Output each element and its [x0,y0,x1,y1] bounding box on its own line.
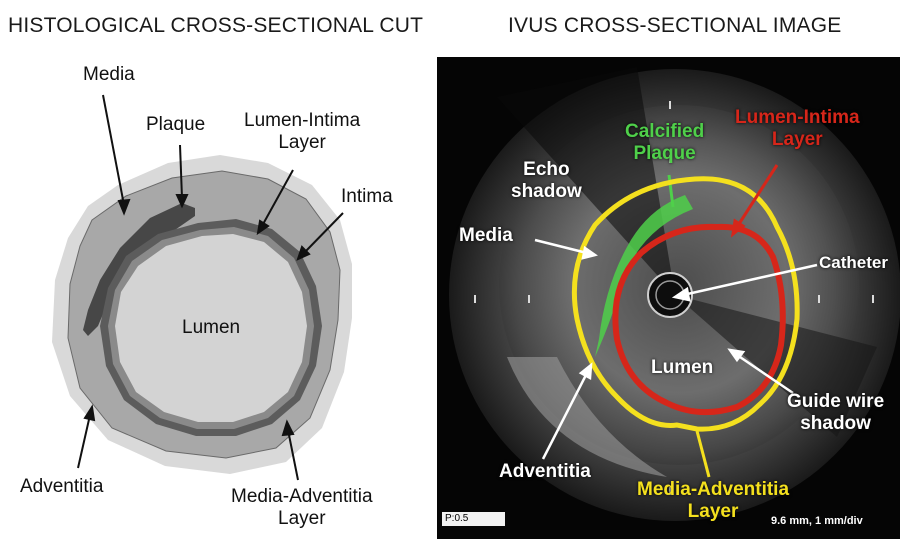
adventitia-arrow [78,415,90,468]
label-lumen-intima-line2: Layer [244,132,360,154]
ivus-label-catheter: Catheter [819,253,888,273]
ivus-label-guide-line2: shadow [787,413,884,435]
ivus-label-lumen-intima-line2: Layer [735,129,860,151]
label-media-adventitia-line1: Media-Adventitia [231,486,373,508]
histology-diagram [0,0,430,539]
ivus-scale-box: P:0.5 [442,512,505,526]
ivus-label-guide-wire-shadow: Guide wire shadow [787,391,884,435]
ivus-label-echo-line1: Echo [511,159,582,181]
ivus-label-media-adventitia-line2: Layer [637,501,789,523]
ivus-title: IVUS CROSS-SECTIONAL IMAGE [508,14,841,38]
ivus-label-echo-shadow: Echo shadow [511,159,582,203]
label-media-adventitia: Media-Adventitia Layer [231,486,373,530]
ivus-label-calcified-plaque: Calcified Plaque [625,121,704,165]
label-lumen-intima: Lumen-Intima Layer [244,110,360,154]
ivus-label-media-adventitia-line1: Media-Adventitia [637,479,789,501]
label-adventitia: Adventitia [20,476,103,498]
ivus-label-calcified-line1: Calcified [625,121,704,143]
ivus-label-media-adventitia: Media-Adventitia Layer [637,479,789,523]
ivus-label-calcified-line2: Plaque [625,143,704,165]
label-media: Media [83,64,135,86]
ivus-label-lumen: Lumen [651,357,713,379]
ivus-image: Calcified Plaque Lumen-Intima Layer Echo… [437,57,900,539]
label-plaque: Plaque [146,114,205,136]
label-media-adventitia-line2: Layer [231,508,373,530]
ivus-label-lumen-intima-line1: Lumen-Intima [735,107,860,129]
ivus-label-media: Media [459,225,513,247]
ivus-label-guide-line1: Guide wire [787,391,884,413]
label-lumen: Lumen [182,317,240,339]
label-lumen-intima-line1: Lumen-Intima [244,110,360,132]
label-intima: Intima [341,186,393,208]
ivus-label-lumen-intima: Lumen-Intima Layer [735,107,860,151]
ivus-label-echo-line2: shadow [511,181,582,203]
ivus-scale-text: 9.6 mm, 1 mm/div [771,515,863,527]
ivus-label-adventitia: Adventitia [499,461,591,483]
